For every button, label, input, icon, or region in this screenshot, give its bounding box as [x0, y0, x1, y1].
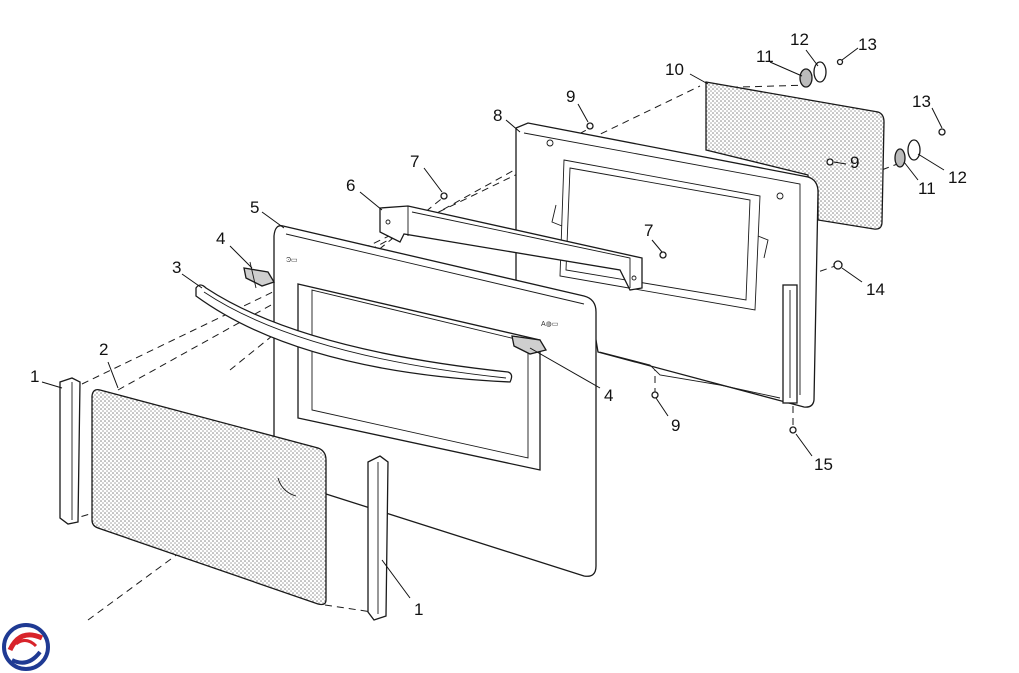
hardware-screws: [440, 122, 843, 434]
hinge-caps-right: [894, 128, 946, 168]
callout-12-right: 12: [948, 168, 967, 187]
callout-5: 5: [250, 198, 259, 217]
callout-15: 15: [814, 455, 833, 474]
svg-text:A◍▭: A◍▭: [541, 321, 558, 328]
callout-9-top: 9: [566, 87, 575, 106]
svg-text:Ͽ▭: Ͽ▭: [286, 257, 298, 264]
callout-8: 8: [493, 106, 502, 125]
part-6-bracket: [379, 205, 643, 291]
callout-11-top: 11: [756, 47, 774, 66]
callout-1-right: 1: [414, 600, 423, 619]
callout-leader-lines: [41, 47, 945, 599]
callout-labels: 1 1 2 3 4 4 5 6 7 7 8 9 9 9 10 11 11 12 …: [30, 30, 967, 619]
callout-4-bottom: 4: [604, 386, 613, 405]
part-3-handle: [195, 284, 513, 383]
callout-12-top: 12: [790, 30, 809, 49]
callout-2: 2: [99, 340, 108, 359]
part-2-front-glass: [91, 388, 327, 606]
part-4-handle-bracket-left: [243, 261, 275, 289]
callout-3: 3: [172, 258, 181, 277]
part-5-outer-door-frame: Ͽ▭ A◍▭: [273, 225, 597, 577]
callout-4-top: 4: [216, 229, 225, 248]
callout-6: 6: [346, 176, 355, 195]
callout-1-left: 1: [30, 367, 39, 386]
callout-13-top: 13: [858, 35, 877, 54]
part-1-side-trim-left: [59, 377, 81, 525]
callout-9-right: 9: [850, 153, 859, 172]
callout-10: 10: [665, 60, 684, 79]
callout-14: 14: [866, 280, 885, 299]
hinge-caps-top: [799, 58, 844, 88]
callout-9-bottom: 9: [671, 416, 680, 435]
callout-13-right: 13: [912, 92, 931, 111]
callout-7-top: 7: [410, 152, 419, 171]
brand-swirl-logo-icon: [2, 623, 50, 671]
callout-11-right: 11: [918, 179, 936, 198]
part-1-side-trim-right: [367, 455, 389, 621]
callout-7-bottom: 7: [644, 221, 653, 240]
